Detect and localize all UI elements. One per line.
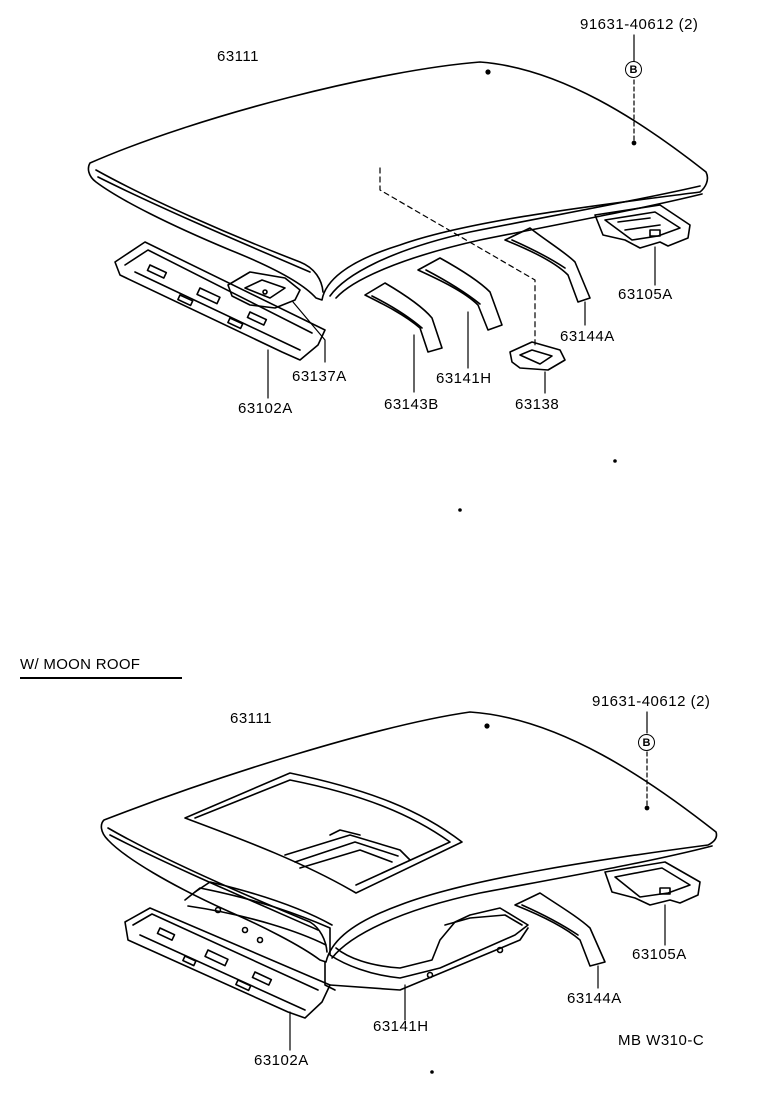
roof-panel-top	[87, 61, 709, 301]
label-rear-bow-bottom: 63144A	[567, 990, 622, 1007]
label-bolt-part-bottom: 91631-40612 (2)	[592, 693, 711, 710]
label-bow-front-top: 63143B	[384, 396, 439, 413]
section-title-underline	[20, 677, 182, 679]
label-bow-middle-top: 63141H	[436, 370, 492, 387]
section-title-moon-roof: W/ MOON ROOF	[20, 656, 141, 673]
label-roof-panel-bottom: 63111	[230, 710, 272, 727]
label-rear-bow-top: 63144A	[560, 328, 615, 345]
rear-bow-top	[504, 227, 591, 303]
rear-bow-bottom	[514, 892, 606, 967]
front-header-bottom	[124, 907, 331, 1019]
rear-panel-top	[594, 204, 691, 249]
bracket-front-top	[227, 271, 301, 309]
front-header-top	[114, 241, 326, 361]
label-rear-panel-bottom: 63105A	[632, 946, 687, 963]
label-bracket-center-top: 63138	[515, 396, 560, 413]
label-bracket-front-top: 63137A	[292, 368, 347, 385]
roof-panel-bottom	[100, 711, 718, 963]
label-sunroof-frame-bottom: 63141H	[373, 1018, 429, 1035]
label-rear-panel-top: 63105A	[618, 286, 673, 303]
figure-code: MB W310-C	[618, 1032, 705, 1049]
bolt-marker-bottom: B	[638, 734, 655, 751]
rear-panel-bottom	[604, 861, 701, 906]
sunroof-frame-bottom	[184, 881, 529, 991]
label-bolt-part-top: 91631-40612 (2)	[580, 16, 699, 33]
label-front-header-bottom: 63102A	[254, 1052, 309, 1069]
bow-middle-top	[417, 257, 503, 331]
label-roof-panel-top: 63111	[217, 48, 259, 65]
bracket-center-top	[509, 341, 566, 394]
bolt-marker-top: B	[625, 61, 642, 78]
label-front-header-top: 63102A	[238, 400, 293, 417]
bow-front-top	[364, 282, 443, 353]
